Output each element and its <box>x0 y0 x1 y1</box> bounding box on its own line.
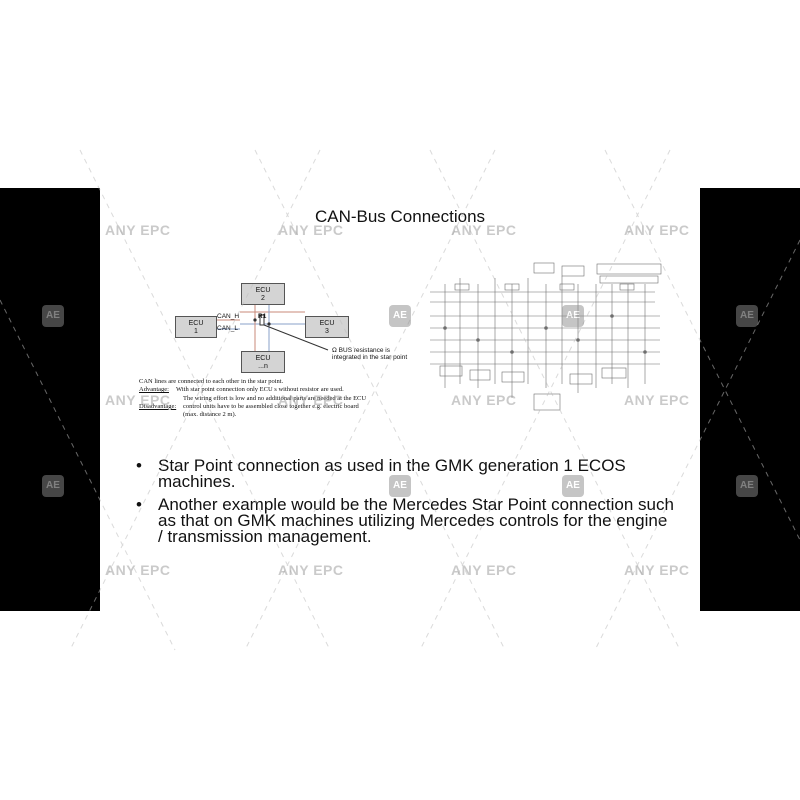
bullet-dot-icon: • <box>136 495 142 514</box>
disadvantage-cont: (max. distance 2 m). <box>183 411 237 419</box>
ecu-2-box: ECU 2 <box>241 283 285 305</box>
watermark-logo-icon: AE <box>736 305 758 327</box>
watermark-text: ANY EPC <box>451 392 517 408</box>
watermark-logo-icon: AE <box>42 475 64 497</box>
watermark-text: ANY EPC <box>278 222 344 238</box>
watermark-logo-icon: AE <box>42 305 64 327</box>
watermark-logo-icon: AE <box>389 475 411 497</box>
ecu-3-box: ECU 3 <box>305 316 349 338</box>
schematic-topbox <box>596 263 662 275</box>
letterbox-top <box>0 0 800 188</box>
ecu-1-name: ECU <box>188 320 204 327</box>
r1-label: R1 <box>258 313 267 320</box>
bullet-dot-icon: • <box>136 456 142 475</box>
bus-note-line2: integrated in the star point <box>332 354 408 361</box>
bus-note-line1: Ω BUS resistance is <box>332 347 390 354</box>
ecu-2-name: ECU <box>255 287 271 294</box>
watermark-text: ANY EPC <box>278 562 344 578</box>
ecu-1-num: 1 <box>194 328 198 335</box>
watermark-text: ANY EPC <box>624 562 690 578</box>
ecu-n-num: ...n <box>258 363 268 370</box>
letterbox-bottom <box>0 611 800 800</box>
can-h-label: CAN_H <box>217 313 240 320</box>
watermark-text: ANY EPC <box>624 222 690 238</box>
watermark-text: ANY EPC <box>451 222 517 238</box>
bullet-item: • Another example would be the Mercedes S… <box>136 495 676 546</box>
watermark-logo-icon: AE <box>389 305 411 327</box>
watermark-text: ANY EPC <box>278 392 344 408</box>
junction-l <box>267 322 271 326</box>
watermark-text: ANY EPC <box>105 562 171 578</box>
slide: CAN-Bus Connections <box>100 188 700 611</box>
watermark-text: ANY EPC <box>624 392 690 408</box>
ecu-1-box: ECU 1 <box>175 316 217 338</box>
notes-line1: CAN lines are connected to each other in… <box>139 378 284 385</box>
watermark-text: ANY EPC <box>105 392 171 408</box>
ecu-n-name: ECU <box>255 355 271 362</box>
ecu-3-name: ECU <box>319 320 335 327</box>
junction-h <box>253 318 257 322</box>
bullet-text: Another example would be the Mercedes St… <box>158 495 674 546</box>
watermark-text: ANY EPC <box>451 562 517 578</box>
ecu-n-box: ECU ...n <box>241 351 285 373</box>
schematic-topbox-2 <box>599 275 659 284</box>
wiring-schematic <box>430 262 662 411</box>
pillar-right <box>700 188 800 611</box>
ecu-3-num: 3 <box>325 328 329 335</box>
can-l-label: CAN_L <box>217 325 238 332</box>
ecu-2-num: 2 <box>261 295 265 302</box>
watermark-logo-icon: AE <box>562 475 584 497</box>
bullet-list: •Star Point connection as used in the GM… <box>136 456 676 552</box>
watermark-logo-icon: AE <box>736 475 758 497</box>
watermark-text: ANY EPC <box>105 222 171 238</box>
pillar-left <box>0 188 100 611</box>
watermark-logo-icon: AE <box>562 305 584 327</box>
